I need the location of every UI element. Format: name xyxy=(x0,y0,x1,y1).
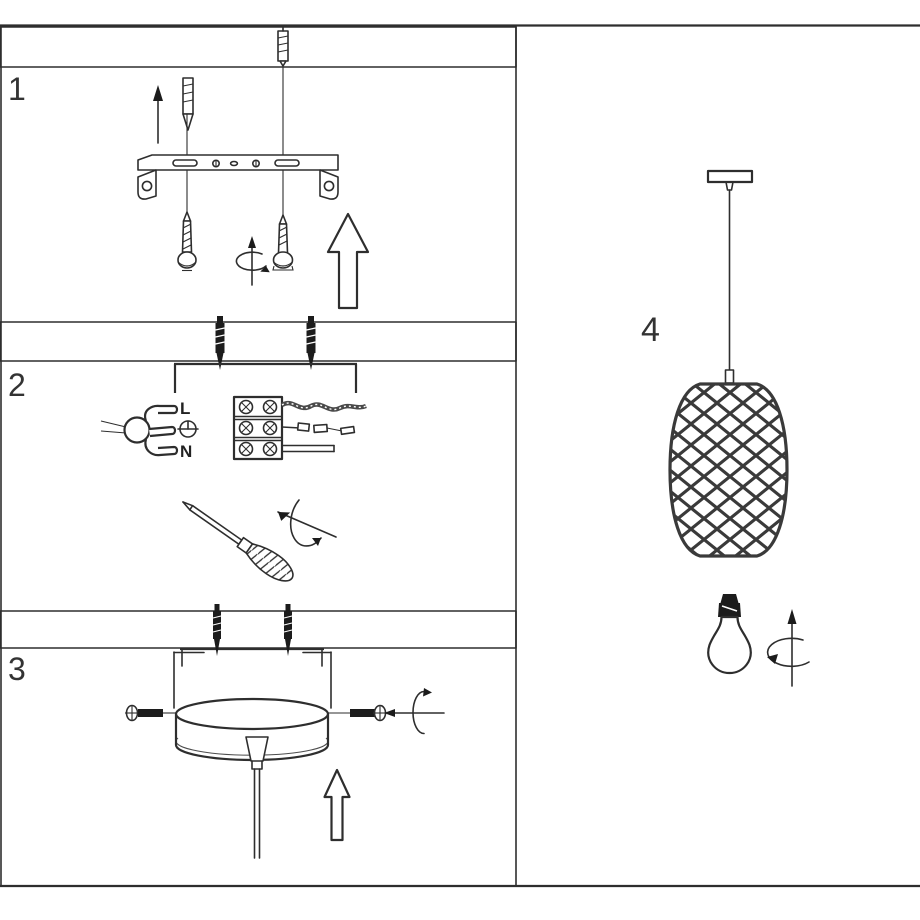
wall-plug-screwed-icon xyxy=(306,316,316,370)
ceiling-hatch-band-icon xyxy=(0,321,517,362)
lift-arrow-icon xyxy=(326,212,370,310)
step-4-number: 4 xyxy=(641,311,660,349)
step-2-panel: 2 xyxy=(0,316,517,582)
insert-direction-arrow-icon xyxy=(153,85,163,144)
wall-plug-screwed-icon xyxy=(215,316,225,370)
screwdriver-icon xyxy=(182,501,294,582)
live-wire-label: L xyxy=(180,399,190,418)
terminal-screw-icon xyxy=(262,399,278,415)
insulated-wire-icon xyxy=(281,422,356,436)
rotate-arrow-icon xyxy=(766,609,810,687)
screw-icon xyxy=(272,214,294,271)
wall-plug-screwed-icon xyxy=(212,604,222,656)
mounting-bracket-fixed-icon xyxy=(173,362,358,393)
ceiling-plate-icon xyxy=(706,169,754,191)
terminal-screw-icon xyxy=(262,420,278,436)
wall-plug-icon xyxy=(182,77,194,131)
ceiling-hatch-band-icon xyxy=(0,26,517,68)
pendant-cord-icon xyxy=(253,768,261,859)
mains-cable-icon xyxy=(100,404,179,457)
side-screw-icon xyxy=(125,704,176,722)
terminal-screw-icon xyxy=(238,420,254,436)
light-bulb-icon xyxy=(707,594,752,675)
step-1-panel: 1 xyxy=(0,26,517,310)
mounting-bracket-fixed-icon xyxy=(180,647,324,667)
side-screw-icon xyxy=(328,704,387,722)
sheet-frame xyxy=(0,24,920,888)
ceiling-hatch-band-icon xyxy=(0,610,517,649)
terminal-screw-icon xyxy=(238,399,254,415)
screw-icon xyxy=(177,211,197,272)
pendant-cord-icon xyxy=(724,189,735,384)
rotate-arrow-icon xyxy=(277,499,337,547)
terminal-screw-icon xyxy=(262,441,278,457)
alignment-guides xyxy=(173,651,332,709)
terminal-block-icon xyxy=(232,395,284,461)
rotate-arrow-icon xyxy=(384,688,445,735)
terminal-screw-icon xyxy=(238,441,254,457)
neutral-wire-label: N xyxy=(180,442,192,461)
lattice-shade-icon xyxy=(668,382,789,558)
lift-arrow-icon xyxy=(323,768,351,842)
braided-wire-icon xyxy=(280,400,367,412)
canopy-icon xyxy=(174,697,330,770)
bare-wire-icon xyxy=(281,444,335,453)
step-2-number: 2 xyxy=(8,367,26,403)
rotate-arrow-icon xyxy=(235,236,270,286)
step-3-panel: 3 xyxy=(0,604,517,859)
wall-plug-icon xyxy=(277,26,289,67)
mounting-bracket-icon xyxy=(137,154,339,200)
step-4-panel: 4 xyxy=(641,169,810,687)
step-3-number: 3 xyxy=(8,651,26,687)
step-1-number: 1 xyxy=(8,71,26,107)
wall-plug-screwed-icon xyxy=(283,604,293,656)
earth-symbol-icon xyxy=(177,420,199,438)
